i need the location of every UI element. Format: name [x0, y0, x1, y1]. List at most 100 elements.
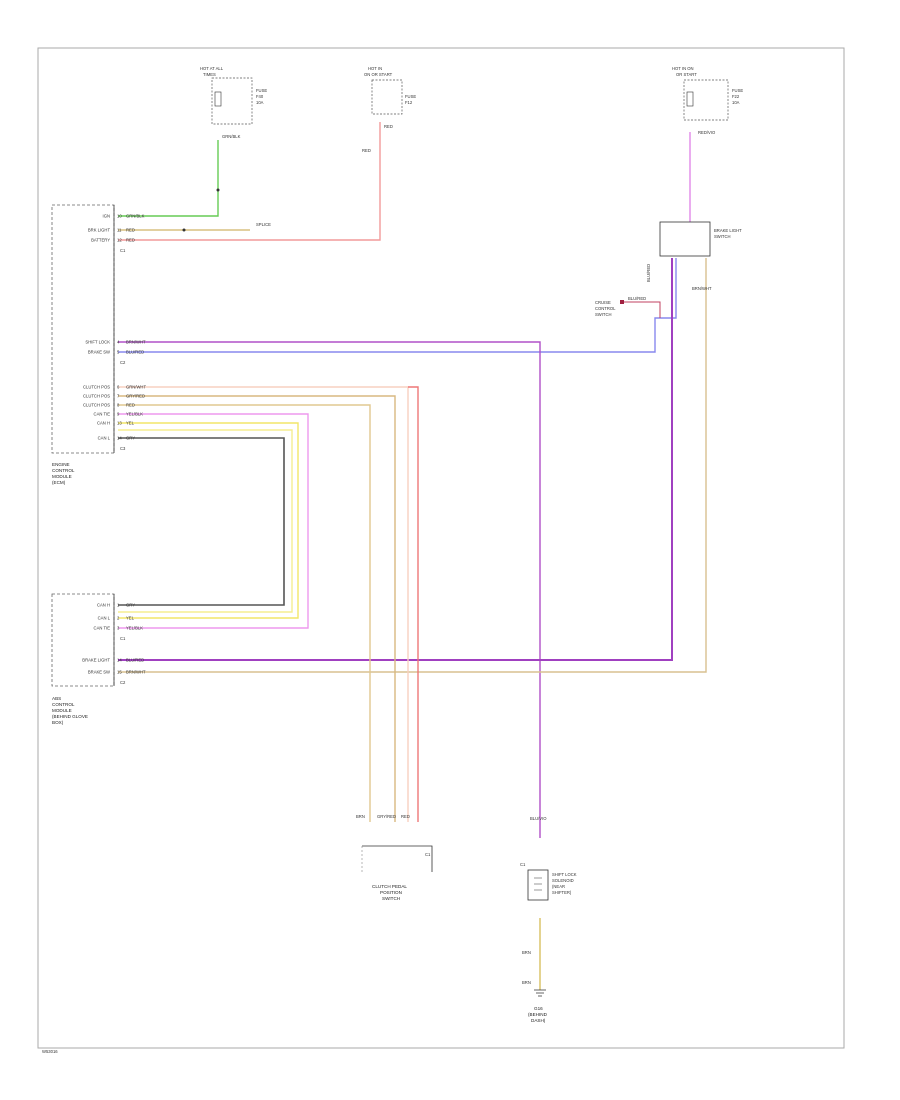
- fuse1-box: [211, 77, 253, 125]
- ecm-pin-wire-color: GRN/WHT: [126, 385, 146, 390]
- fuse2-out-label: RED: [384, 124, 393, 129]
- ecm-pin-wire-color: RED: [126, 403, 135, 408]
- ecm-name-3: MODULE: [52, 474, 72, 479]
- shift-name-3: (NEAR: [552, 884, 565, 889]
- abs-name-1: ABS: [52, 696, 61, 701]
- clutch-w1-label: BRN: [356, 814, 365, 819]
- abs-pin-number: 1: [117, 603, 120, 608]
- ecm-pin-number: 11: [117, 228, 122, 233]
- fuse3-title-1: HOT IN ON: [672, 66, 694, 71]
- ecm-pin-wire-color: YEL: [126, 421, 135, 426]
- fuse3-line-1: FUSE: [732, 88, 743, 93]
- fuse2-wire-label: RED: [362, 148, 371, 153]
- abs-pin-wire-color: BLU/RED: [126, 658, 144, 663]
- ecm-pin-number: 6: [117, 385, 120, 390]
- abs-pin-label: CAN H: [97, 603, 110, 608]
- ecm-name-1: ENGINE: [52, 462, 70, 467]
- ecm-pin-label: CAN H: [97, 421, 110, 426]
- wire-clutch-2: [118, 395, 396, 822]
- abs-pin-label: CAN TIE: [94, 626, 111, 631]
- fuse2-title-1: HOT IN: [368, 66, 382, 71]
- ecm-pin-label: CLUTCH POS: [83, 385, 110, 390]
- fuse1-title-2: TIMES: [203, 72, 216, 77]
- ecm-pin-wire-color: YEL/BLK: [126, 412, 143, 417]
- ecm-name-2: CONTROL: [52, 468, 75, 473]
- fuse2-title-2: ON OR START: [364, 72, 393, 77]
- abs-pin-wire-color: YEL/BLK: [126, 626, 143, 631]
- wire-can-tie: [118, 413, 309, 629]
- shift-name-2: SOLENOID: [552, 878, 574, 883]
- ecm-pin-number: 9: [117, 412, 120, 417]
- clutch-name-3: SWITCH: [382, 896, 400, 901]
- wire-blue-brake-switch: [118, 258, 677, 353]
- cruise-name-1: CRUISE: [595, 300, 611, 305]
- ecm-pin-label: BRK LIGHT: [88, 228, 111, 233]
- fuse-box-mid: HOT IN ON OR START FUSE F12 RED RED: [362, 66, 416, 153]
- clutch-name-1: CLUTCH PEDAL: [372, 884, 407, 889]
- ecm-pin-label: BRAKE SW: [88, 350, 110, 355]
- ecm-pin-label: IGN: [103, 214, 110, 219]
- ecm-pin-label: CAN L: [98, 436, 111, 441]
- wire-clutch-3: [118, 404, 371, 822]
- clutch-name-2: POSITION: [380, 890, 402, 895]
- wire-can-l: [118, 437, 285, 606]
- ecm-pin-label: BATTERY: [91, 238, 110, 243]
- abs-name-5: BOX): [52, 720, 64, 725]
- ecm-pin-wire-color: GRY: [126, 436, 135, 441]
- diagram-frame: [37, 47, 845, 1049]
- ecm-pin-wire-color: GRY/RED: [126, 394, 145, 399]
- abs-name-2: CONTROL: [52, 702, 75, 707]
- brake-switch-name-2: SWITCH: [714, 234, 731, 239]
- clutch-switch-box: [362, 845, 433, 872]
- wire-brown-abs-brake-sw: [118, 258, 707, 673]
- fuse-box-left: HOT AT ALL TIMES FUSE F40 10A GRN/BLK: [200, 66, 267, 192]
- ecm-pin-label: CAN TIE: [94, 412, 111, 417]
- ground-name-3: DASH): [531, 1018, 546, 1023]
- ecm-pin-number: 8: [117, 403, 120, 408]
- abs-name-4: (BEHIND GLOVE: [52, 714, 88, 719]
- diagram-code: W53016: [42, 1049, 58, 1054]
- shift-lock-solenoid: BLU/VIO C1 SHIFT LOCK SOLENOID (NEAR SHI…: [520, 816, 577, 985]
- clutch-w2-label: GRY/RED: [377, 814, 396, 819]
- ecm-name-4: (ECM): [52, 480, 66, 485]
- ecm-pin-label: CLUTCH POS: [83, 403, 110, 408]
- cruise-wire: [624, 301, 661, 318]
- splice-label: SPLICE: [256, 222, 271, 227]
- fuse3-line-3: 10A: [732, 100, 740, 105]
- ecm-pin-number: 7: [117, 394, 120, 399]
- shift-out-label-2: BRN: [522, 980, 531, 985]
- fuse3-line-2: F22: [732, 94, 740, 99]
- abs-pin-wire-color: GRY: [126, 603, 135, 608]
- abs-name-3: MODULE: [52, 708, 72, 713]
- shift-name-4: SHIFTER): [552, 890, 572, 895]
- brake-light-switch: BRAKE LIGHT SWITCH BLU/RED BRN/WHT: [646, 221, 742, 291]
- fuse1-line-1: FUSE: [256, 88, 267, 93]
- wire-red-battery: [118, 122, 381, 241]
- splice-dot: [182, 228, 186, 232]
- ecm-pin-label: SHIFT LOCK: [85, 340, 110, 345]
- wire-violet-abs-brake: [118, 258, 673, 661]
- fuse-box-right: HOT IN ON OR START FUSE F22 10A RED/VIO: [672, 66, 743, 135]
- clutch-connector-label: C1: [425, 852, 431, 857]
- ground-point: G16 (BEHIND DASH): [528, 989, 548, 1023]
- wire-can-h: [118, 422, 299, 619]
- wire-clutch-red: [408, 386, 419, 822]
- wires: [118, 122, 707, 990]
- ecm-pin-number: 14: [117, 436, 122, 441]
- ecm-pin-number: 4: [117, 340, 120, 345]
- shift-connector-label: C1: [520, 862, 526, 867]
- abs-pin-number: 3: [117, 626, 120, 631]
- fuse2-line-1: FUSE: [405, 94, 416, 99]
- shift-name-1: SHIFT LOCK: [552, 872, 577, 877]
- abs-pin-number: 2: [117, 616, 120, 621]
- cruise-control-switch: CRUISE CONTROL SWITCH BLU/RED: [595, 296, 661, 318]
- shift-in-label: BLU/VIO: [530, 816, 547, 821]
- abs-pin-wire-color: YEL: [126, 616, 135, 621]
- fuse3-box: [683, 79, 729, 121]
- abs-pin-number: 15: [117, 670, 122, 675]
- ecm-c2-label: C2: [120, 360, 126, 365]
- fuse2-line-2: F12: [405, 100, 413, 105]
- fuse1-line-2: F40: [256, 94, 264, 99]
